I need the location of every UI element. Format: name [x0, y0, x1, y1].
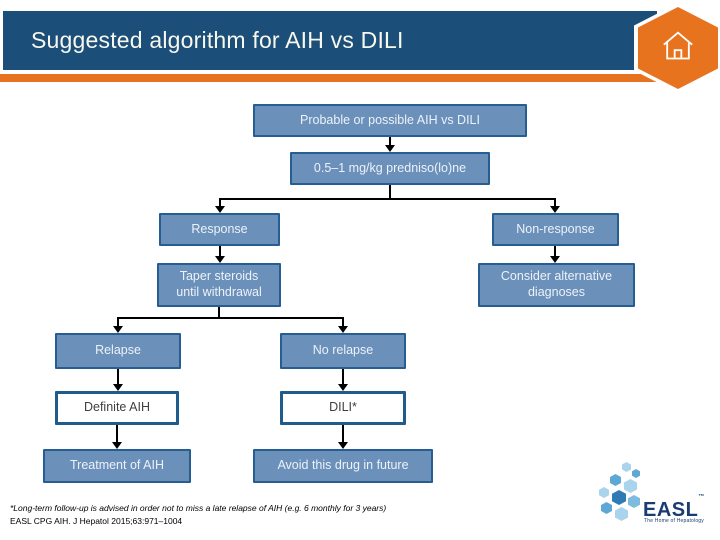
home-icon: [658, 26, 698, 71]
flow-node-non-response: Non-response: [492, 213, 619, 246]
connector-branch-response: [219, 200, 221, 206]
arrowhead: [550, 206, 560, 213]
connector-nonresponse-consider: [554, 246, 556, 256]
flow-node-no-relapse: No relapse: [280, 333, 406, 369]
connector-taper-branch-stub: [218, 307, 220, 319]
arrowhead: [215, 256, 225, 263]
logo-hexagon: [601, 502, 612, 514]
logo-hexagon: [632, 469, 640, 478]
arrowhead: [550, 256, 560, 263]
home-hexagon: [638, 7, 718, 89]
connector-branch-no-relapse: [342, 319, 344, 326]
connector-probable-prednisolone: [389, 137, 391, 146]
flow-node-dili: DILI*: [280, 391, 406, 425]
arrowhead: [338, 326, 348, 333]
easl-name: EASL: [643, 499, 699, 521]
citation: EASL CPG AIH. J Hepatol 2015;63:971–1004: [10, 516, 183, 526]
logo-hexagon: [622, 462, 631, 472]
flow-node-avoid-drug: Avoid this drug in future: [253, 449, 433, 483]
connector-definite-treatment: [116, 425, 118, 442]
flow-node-prednisolone: 0.5–1 mg/kg predniso(lo)ne: [290, 152, 490, 185]
connector-branch-top: [219, 198, 556, 200]
title-bar: Suggested algorithm for AIH vs DILI: [3, 11, 657, 70]
arrowhead: [113, 326, 123, 333]
easl-logo: EASL™ The Home of Hepatology: [596, 458, 716, 533]
accent-divider: [0, 74, 662, 82]
connector-norelapse-dili: [342, 369, 344, 384]
arrowhead: [338, 384, 348, 391]
connector-relapse-definite: [117, 369, 119, 384]
arrowhead: [385, 145, 395, 152]
logo-hexagon: [612, 490, 626, 505]
connector-branch-non-response: [554, 200, 556, 206]
connector-prednisolone-branch-stub: [389, 185, 391, 200]
logo-hexagon: [599, 487, 609, 498]
connector-branch-bottom: [117, 317, 344, 319]
connector-dili-avoid: [342, 425, 344, 442]
connector-branch-relapse: [117, 319, 119, 326]
arrowhead: [338, 442, 348, 449]
arrowhead: [215, 206, 225, 213]
flow-node-definite-aih: Definite AIH: [55, 391, 179, 425]
logo-hexagon: [610, 474, 621, 486]
logo-hexagon: [615, 507, 628, 521]
flow-node-taper-steroids: Taper steroids until withdrawal: [157, 263, 281, 307]
easl-tagline: The Home of Hepatology: [644, 518, 704, 524]
footnote: *Long-term follow-up is advised in order…: [10, 503, 387, 513]
connector-response-taper: [219, 246, 221, 256]
page-title: Suggested algorithm for AIH vs DILI: [31, 27, 404, 53]
flow-node-consider-alternative: Consider alternative diagnoses: [478, 263, 635, 307]
easl-wordmark: EASL™: [643, 494, 705, 522]
arrowhead: [112, 442, 122, 449]
trademark-symbol: ™: [698, 494, 705, 500]
logo-hexagon: [628, 495, 640, 508]
flow-node-response: Response: [159, 213, 280, 246]
arrowhead: [113, 384, 123, 391]
logo-hexagon: [624, 479, 637, 493]
flow-node-probable: Probable or possible AIH vs DILI: [253, 104, 527, 137]
flow-node-relapse: Relapse: [55, 333, 181, 369]
flow-node-treatment-aih: Treatment of AIH: [43, 449, 191, 483]
